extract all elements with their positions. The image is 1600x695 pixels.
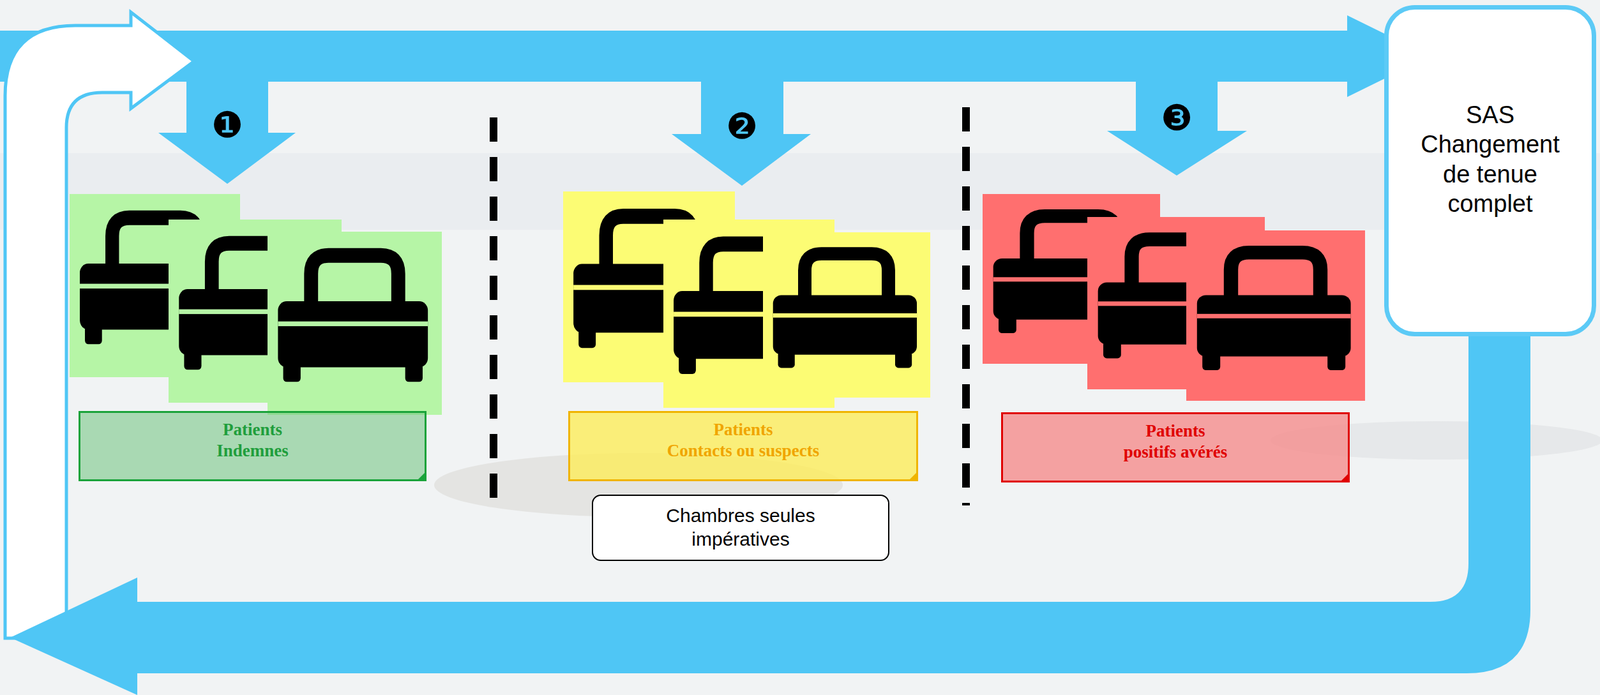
text-line: Patients	[216, 419, 289, 441]
text-line: Contacts ou suspects	[667, 441, 820, 461]
bed-icon	[773, 254, 917, 369]
callout-number: ❸	[1160, 100, 1193, 136]
folded-corner	[1339, 472, 1350, 483]
box-text: Patients Contacts ou suspects	[667, 419, 820, 462]
return-arrowhead	[10, 577, 138, 695]
callout-number: ❷	[725, 108, 758, 145]
box-text: Patients positifs avérés	[1123, 420, 1228, 463]
status-label: Patients Contacts ou suspects	[568, 411, 919, 482]
zone-separator	[962, 107, 970, 506]
box-text: SAS Changement de tenue complet	[1415, 100, 1566, 219]
text-line: Patients	[1123, 420, 1228, 442]
status-label: Patients positifs avérés	[1001, 412, 1350, 483]
box-text: Chambres seules impératives	[644, 504, 837, 551]
flow-band	[0, 30, 1364, 82]
bed-tile	[762, 232, 931, 398]
zone-separator	[489, 117, 498, 511]
entry-arrow	[671, 76, 811, 186]
text-line: positifs avérés	[1123, 442, 1228, 462]
bed-tile	[1186, 230, 1366, 401]
folded-corner	[907, 471, 919, 482]
airlock-box: SAS Changement de tenue complet	[1384, 5, 1597, 337]
folded-corner	[416, 471, 427, 482]
status-label: Patients Indemnes	[78, 411, 427, 482]
bed-icon	[1197, 252, 1351, 371]
text-line: Patients	[667, 419, 820, 441]
note-box: Chambres seules impératives	[591, 494, 890, 562]
box-text: Patients Indemnes	[216, 419, 289, 462]
callout-number: ❶	[211, 107, 244, 144]
text-line: Indemnes	[216, 441, 289, 461]
entry-arrow	[158, 76, 296, 184]
entry-arrow	[1107, 76, 1247, 176]
bed-tile	[267, 231, 442, 416]
bed-icon	[277, 255, 428, 382]
